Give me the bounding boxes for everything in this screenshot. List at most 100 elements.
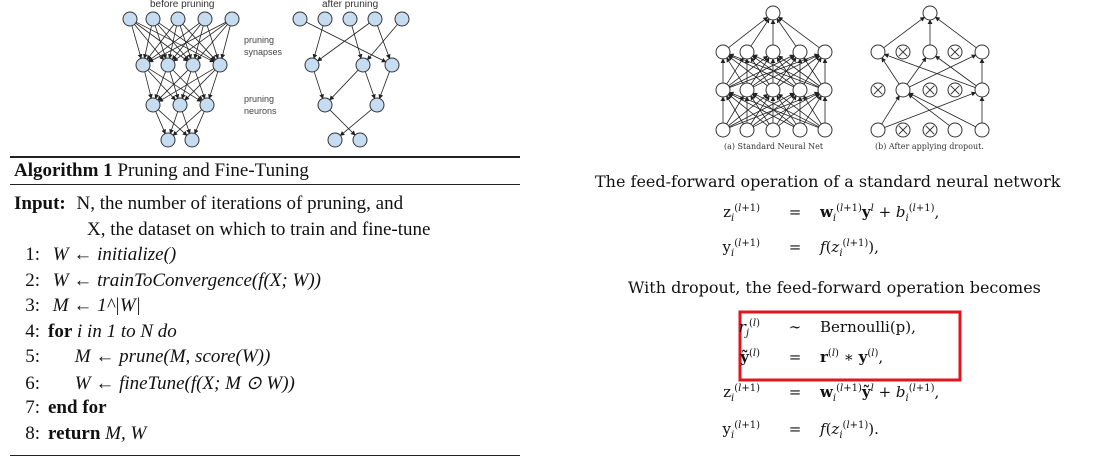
neuron bbox=[765, 44, 781, 60]
edge bbox=[881, 95, 900, 125]
edge bbox=[728, 54, 794, 88]
neuron bbox=[895, 82, 911, 98]
algorithm-step: 1: W ← initialize() bbox=[25, 244, 177, 265]
algorithm-step: 8:return M, W bbox=[25, 422, 147, 444]
algorithm-title: Algorithm 1 Pruning and Fine-Tuning bbox=[14, 160, 309, 181]
neuron bbox=[172, 97, 188, 113]
neuron bbox=[160, 132, 176, 148]
edge bbox=[146, 24, 175, 61]
edge bbox=[803, 95, 822, 125]
neuron bbox=[715, 44, 731, 60]
neuron bbox=[974, 82, 990, 98]
edge bbox=[144, 71, 153, 99]
edge bbox=[171, 24, 201, 61]
algorithm-input-2: X, the dataset on which to train and fin… bbox=[87, 219, 431, 240]
neuron bbox=[145, 97, 161, 113]
highlight-box bbox=[738, 310, 962, 382]
edge bbox=[728, 91, 819, 128]
edge bbox=[752, 54, 819, 88]
neuron bbox=[870, 122, 886, 138]
edge bbox=[173, 22, 227, 62]
neuron bbox=[817, 122, 833, 138]
edge bbox=[907, 93, 950, 127]
edge bbox=[172, 109, 203, 136]
edge bbox=[167, 25, 177, 59]
neuron bbox=[342, 11, 358, 27]
neuron bbox=[145, 11, 161, 27]
caption-dropout-net: (b) After applying dropout. bbox=[875, 142, 984, 151]
edge bbox=[934, 16, 977, 49]
edge bbox=[728, 53, 819, 88]
edge bbox=[935, 55, 977, 87]
neuron bbox=[304, 57, 320, 73]
neuron bbox=[355, 57, 371, 73]
neuron bbox=[199, 97, 215, 113]
algorithm-step: 4:for i in 1 to N do bbox=[25, 320, 177, 342]
after-pruning-label: after pruning bbox=[320, 0, 381, 10]
edge bbox=[883, 16, 926, 49]
cross-icon bbox=[950, 47, 960, 57]
edge bbox=[728, 16, 769, 49]
neuron bbox=[765, 5, 781, 21]
neuron bbox=[292, 11, 308, 27]
intro-text: The feed-forward operation of a standard… bbox=[595, 172, 1061, 191]
edge bbox=[776, 18, 797, 47]
neuron bbox=[817, 44, 833, 60]
neuron bbox=[185, 57, 201, 73]
edge bbox=[377, 25, 391, 60]
edge bbox=[329, 109, 356, 136]
algorithm-input: Input: N, the number of iterations of pr… bbox=[14, 193, 404, 214]
neuron bbox=[922, 5, 938, 21]
neuron bbox=[765, 82, 781, 98]
edge bbox=[727, 55, 768, 87]
edge bbox=[306, 21, 387, 63]
edge bbox=[909, 54, 977, 88]
neuron bbox=[792, 82, 808, 98]
neuron bbox=[792, 122, 808, 138]
cross-icon bbox=[898, 125, 908, 135]
edge bbox=[193, 25, 204, 60]
neuron bbox=[367, 11, 383, 27]
algorithm-step: 6: W ← fineTune(f(X; M ⊙ W)) bbox=[25, 372, 295, 394]
edge bbox=[179, 25, 192, 60]
edge bbox=[351, 25, 363, 60]
neuron bbox=[870, 44, 886, 60]
edge bbox=[208, 71, 219, 100]
neuron bbox=[739, 44, 755, 60]
neuron bbox=[974, 122, 990, 138]
neuron bbox=[212, 57, 228, 73]
dropout-text: With dropout, the feed-forward operation… bbox=[628, 278, 1041, 297]
neuron bbox=[792, 44, 808, 60]
neuron bbox=[922, 44, 938, 60]
edge bbox=[220, 25, 231, 60]
edge bbox=[157, 69, 189, 101]
neuron bbox=[184, 132, 200, 148]
edge bbox=[727, 93, 768, 126]
cross-icon bbox=[873, 85, 883, 95]
algorithm-step: 7:end for bbox=[25, 397, 107, 418]
edge bbox=[750, 18, 770, 47]
edge bbox=[378, 71, 390, 100]
edge bbox=[367, 24, 398, 61]
edge bbox=[778, 55, 820, 87]
neuron bbox=[352, 132, 368, 148]
edge bbox=[157, 109, 188, 136]
neuron bbox=[715, 82, 731, 98]
edge bbox=[726, 57, 744, 85]
rule bbox=[10, 184, 520, 185]
neuron bbox=[317, 97, 333, 113]
neuron bbox=[135, 57, 151, 73]
edge bbox=[750, 95, 770, 125]
edge bbox=[155, 111, 166, 135]
edge bbox=[154, 71, 166, 100]
edge bbox=[135, 22, 188, 62]
edge bbox=[313, 71, 324, 100]
neuron bbox=[224, 11, 240, 27]
edge bbox=[329, 69, 359, 101]
edge bbox=[883, 53, 976, 88]
edge bbox=[317, 22, 370, 62]
neuron bbox=[160, 57, 176, 73]
edge bbox=[131, 25, 143, 60]
